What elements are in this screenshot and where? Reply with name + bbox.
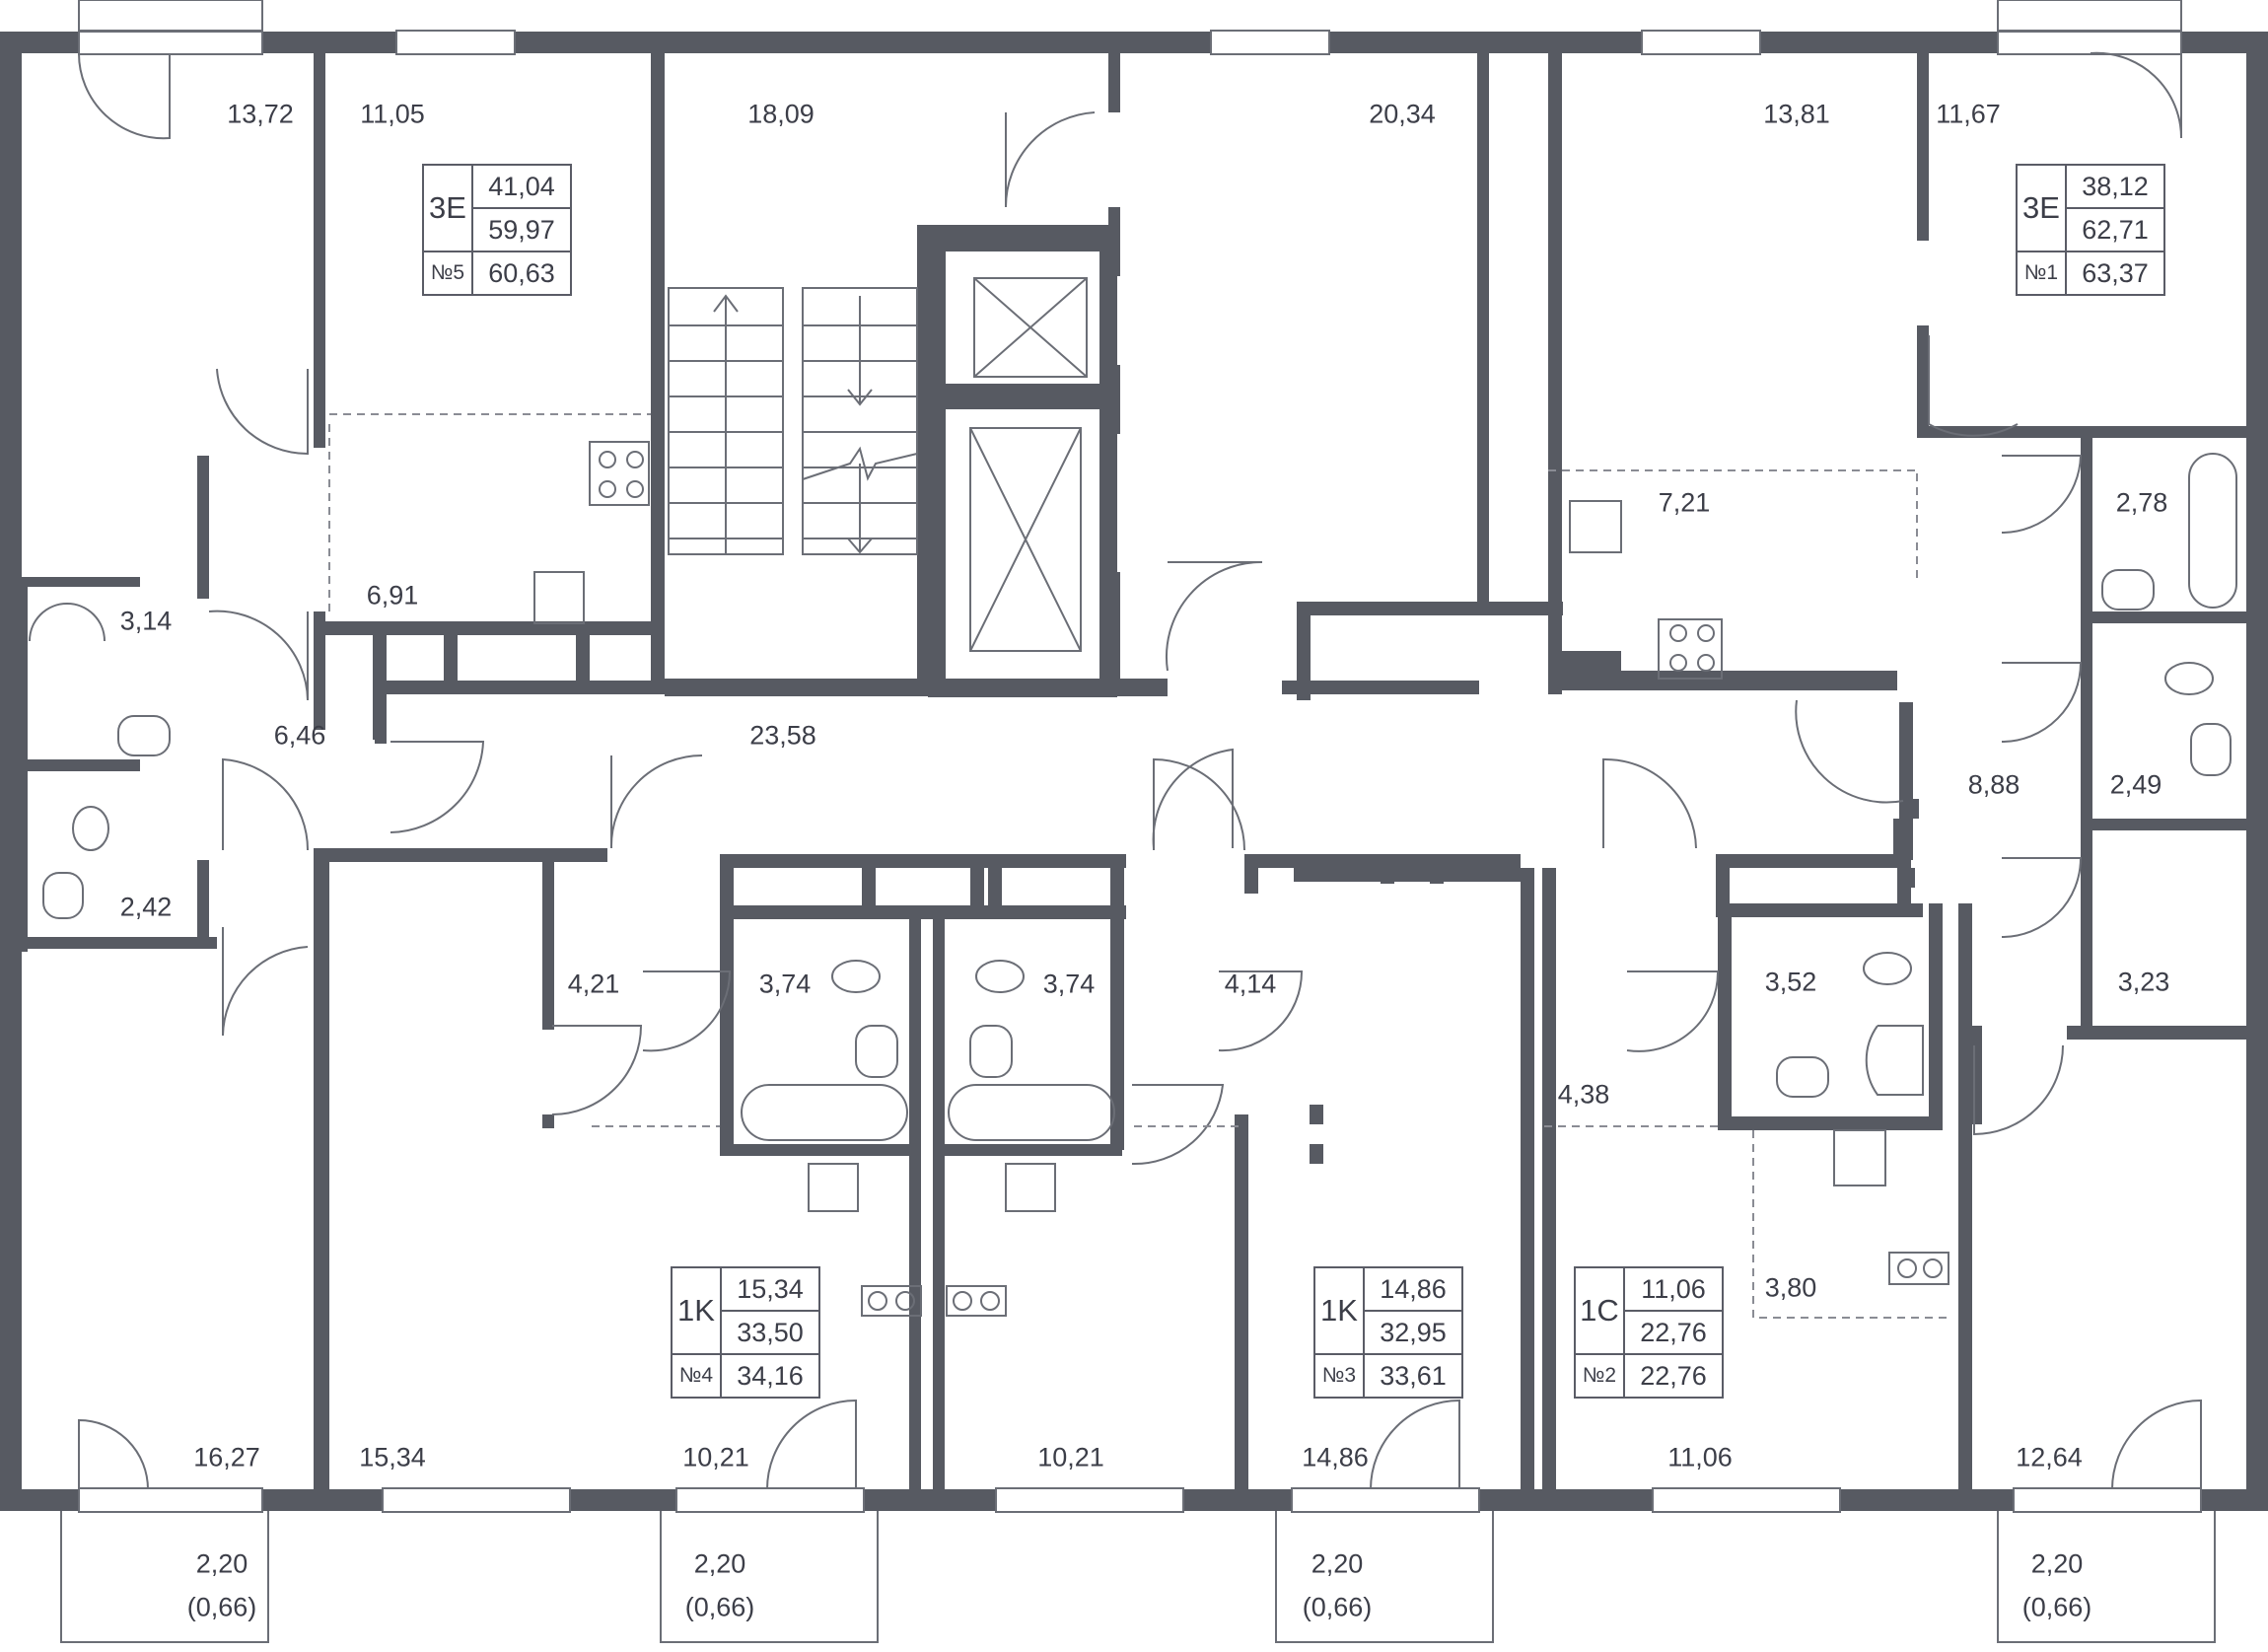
window-openings: [78, 30, 2202, 1513]
elevator-shafts: [928, 234, 1117, 697]
outer-walls: [0, 32, 2268, 1511]
balcony-outlines: [60, 0, 2216, 1643]
plumbing-fixtures: [29, 441, 2237, 1317]
zone-dividers: [328, 413, 1949, 1319]
interior-walls: [18, 53, 2246, 1503]
stairs: [668, 287, 918, 555]
door-swings: [77, 51, 2202, 1490]
